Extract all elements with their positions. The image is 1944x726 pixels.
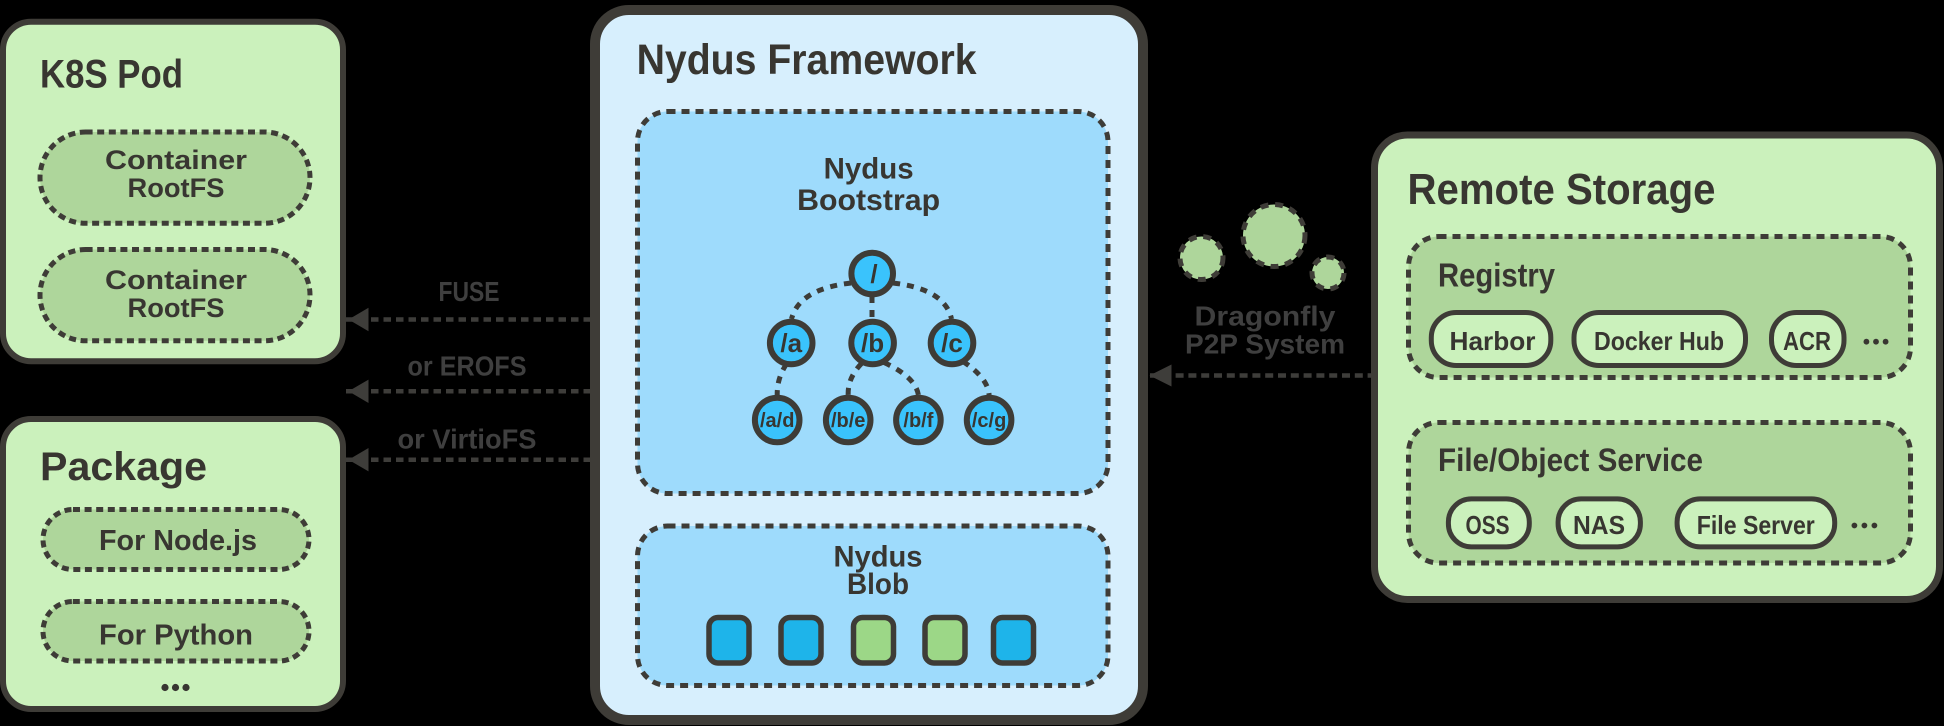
svg-text:K8S Pod: K8S Pod bbox=[40, 53, 183, 97]
svg-text:/c/g: /c/g bbox=[972, 410, 1006, 432]
svg-text:Remote Storage: Remote Storage bbox=[1408, 165, 1716, 214]
svg-text:Docker Hub: Docker Hub bbox=[1594, 326, 1724, 356]
svg-text:FUSE: FUSE bbox=[439, 276, 500, 307]
svg-text:/: / bbox=[870, 259, 877, 289]
svg-text:Nydus Framework: Nydus Framework bbox=[637, 36, 977, 84]
svg-text:OSS: OSS bbox=[1466, 510, 1510, 540]
svg-text:/a: /a bbox=[780, 328, 802, 358]
svg-text:or VirtioFS: or VirtioFS bbox=[398, 424, 537, 455]
svg-text:/a/d: /a/d bbox=[760, 410, 794, 432]
svg-text:Nydus: Nydus bbox=[824, 152, 914, 185]
svg-text:File/Object Service: File/Object Service bbox=[1438, 442, 1703, 478]
svg-text:Blob: Blob bbox=[847, 568, 909, 601]
svg-text:Container: Container bbox=[105, 265, 248, 295]
svg-text:/b/f: /b/f bbox=[903, 410, 933, 432]
svg-text:ACR: ACR bbox=[1783, 326, 1831, 356]
svg-text:/b: /b bbox=[861, 328, 884, 358]
svg-text:File Server: File Server bbox=[1697, 510, 1815, 540]
svg-text:Bootstrap: Bootstrap bbox=[797, 184, 940, 217]
svg-text:or EROFS: or EROFS bbox=[408, 351, 527, 382]
svg-text:Registry: Registry bbox=[1438, 257, 1556, 294]
svg-text:/c: /c bbox=[941, 328, 963, 358]
svg-text:Container: Container bbox=[105, 145, 248, 175]
svg-text:RootFS: RootFS bbox=[128, 173, 225, 203]
svg-text:For Node.js: For Node.js bbox=[99, 525, 257, 557]
svg-text:Package: Package bbox=[40, 445, 207, 489]
svg-text:/b/e: /b/e bbox=[831, 410, 865, 432]
svg-text:Harbor: Harbor bbox=[1450, 326, 1536, 356]
svg-text:Dragonfly: Dragonfly bbox=[1195, 301, 1336, 332]
svg-text:For Python: For Python bbox=[99, 620, 253, 652]
svg-text:Nydus: Nydus bbox=[834, 540, 923, 573]
svg-text:RootFS: RootFS bbox=[128, 293, 225, 323]
svg-text:NAS: NAS bbox=[1573, 510, 1625, 540]
svg-text:P2P System: P2P System bbox=[1185, 329, 1345, 360]
